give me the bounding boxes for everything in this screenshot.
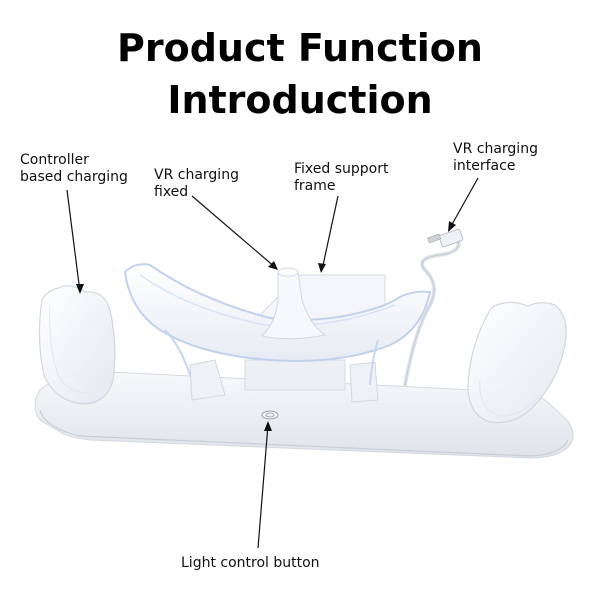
label-light-control-button: Light control button <box>181 555 320 571</box>
light-control-button-graphic <box>261 410 279 420</box>
label-interface-line-1: VR charging <box>453 141 538 157</box>
arrowhead-vr-fixed-icon <box>268 261 278 270</box>
pointer-support-frame <box>321 195 339 271</box>
pointer-vr-fixed <box>191 195 277 269</box>
label-vr-charging-fixed: VR charging fixed <box>154 167 239 201</box>
label-controller-line-2: based charging <box>20 169 128 185</box>
label-support-line-2: frame <box>294 178 336 194</box>
label-support-line-1: Fixed support <box>294 161 389 177</box>
label-vr-charging-interface: VR charging interface <box>453 141 538 175</box>
label-vr-fixed-line-2: fixed <box>154 184 189 200</box>
label-fixed-support-frame: Fixed support frame <box>294 161 388 195</box>
page-title-line-1: Product Function <box>117 26 483 70</box>
annotation-lines <box>66 177 479 549</box>
arrowhead-controller-icon <box>76 284 84 294</box>
pointer-interface <box>449 177 479 229</box>
label-controller-based-charging: Controller based charging <box>20 152 128 186</box>
pointer-light-button <box>257 424 269 549</box>
arrowhead-light-button-icon <box>264 421 272 431</box>
arrowhead-interface-icon <box>448 221 456 232</box>
vr-charging-cable <box>403 228 464 387</box>
pointer-controller <box>66 189 81 293</box>
label-interface-line-2: interface <box>453 158 516 174</box>
vr-charging-cone <box>260 267 327 340</box>
label-controller-line-1: Controller <box>20 152 89 168</box>
page-title-line-2: Introduction <box>167 78 433 122</box>
left-controller-cup <box>38 285 116 405</box>
label-vr-fixed-line-1: VR charging <box>154 167 239 183</box>
arrowhead-support-frame-icon <box>318 263 326 273</box>
headset-cradle <box>123 263 432 386</box>
right-controller-cup <box>467 301 567 424</box>
